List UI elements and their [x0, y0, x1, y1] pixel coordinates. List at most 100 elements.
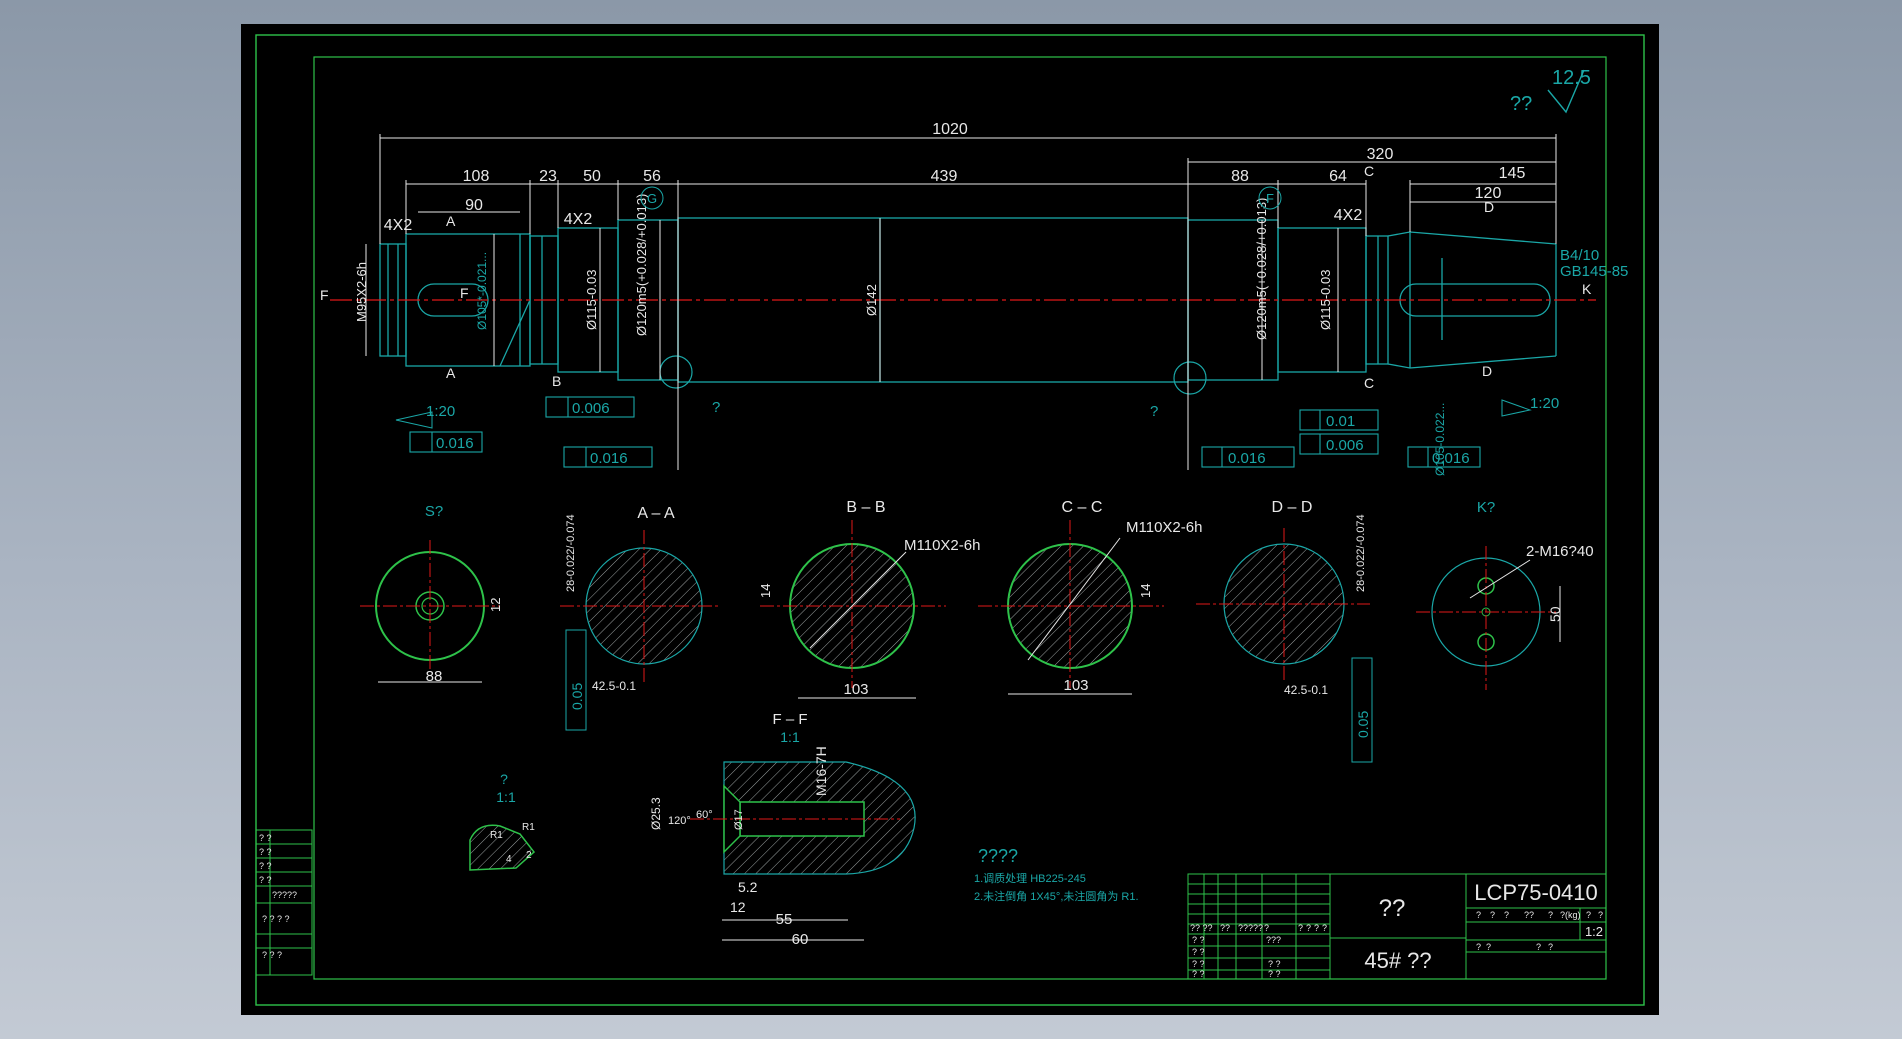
- tolerance-value: 0.016: [1228, 450, 1266, 467]
- section-c-c-slot: 14: [1138, 584, 1153, 598]
- notes-line-2: 2.未注倒角 1X45°,未注圆角为 R1.: [974, 889, 1139, 903]
- section-s-view[interactable]: [360, 540, 500, 683]
- section-k-title: K?: [1477, 499, 1495, 516]
- section-a-a-title: A – A: [637, 505, 675, 522]
- side-table-cell: ? ? ?: [262, 950, 282, 960]
- section-d-d-title: D – D: [1272, 499, 1313, 516]
- dim-50: 50: [583, 168, 601, 185]
- section-f-f-dim12: 12: [730, 899, 746, 915]
- section-d-d-view[interactable]: [1196, 528, 1373, 763]
- detail-r1: R1: [490, 830, 503, 841]
- title-block-left-cell: ?: [1306, 923, 1311, 933]
- section-b-b-dim: 103: [843, 681, 868, 698]
- datum-g: G: [647, 191, 657, 206]
- section-a-a-view[interactable]: [560, 530, 720, 731]
- taper-left-arrow: [395, 411, 433, 429]
- title-block-left-cell: ?: [1298, 923, 1303, 933]
- dimension-lines: [365, 134, 1557, 470]
- section-f-f-angle60: 60°: [696, 809, 713, 821]
- dia-115-right: Ø115-0.03: [1318, 270, 1333, 330]
- section-marker-d: D: [1484, 199, 1494, 215]
- section-k-dim: 50: [1547, 606, 1563, 622]
- section-k-view[interactable]: [1416, 546, 1561, 690]
- detail-title: ?: [500, 771, 508, 787]
- section-f-f-view[interactable]: [690, 761, 916, 941]
- side-table-cell: ? ?: [259, 875, 272, 885]
- section-f-f-thread: M16-7H: [813, 746, 829, 796]
- section-s-title: S?: [425, 503, 443, 520]
- title-block-left-cell: ??: [1220, 923, 1230, 933]
- drawing-number: LCP75-0410: [1474, 880, 1598, 905]
- title-block-left-row: ? ?: [1268, 969, 1281, 979]
- title-block-left-row: ? ?: [1268, 959, 1281, 969]
- taper-right: 1:20: [1530, 395, 1559, 412]
- title-block-left-cell: ?? ??: [1190, 923, 1213, 933]
- section-f-f-dim60: 60: [792, 931, 809, 948]
- dia-120-left: Ø120m5(+0.028/+0.013): [634, 194, 649, 336]
- title-block-cell: ?: [1486, 942, 1491, 952]
- section-c-c-title: C – C: [1062, 499, 1103, 516]
- section-f-f-angle120: 120°: [668, 815, 691, 827]
- scale: 1:2: [1585, 924, 1603, 939]
- section-marker-c: C: [1364, 163, 1374, 179]
- section-a-a-key: 28-0.022/-0.074: [565, 514, 577, 592]
- section-marker-d: D: [1482, 363, 1492, 379]
- section-f-f-d17: Ø17: [733, 809, 745, 830]
- datum-g-marker: [640, 186, 664, 210]
- k-view-marker: K: [1582, 281, 1592, 297]
- section-f-f-scale: 1:1: [780, 729, 800, 745]
- section-c-c-thread: M110X2-6h: [1126, 519, 1202, 536]
- notes-line-1: 1.调质处理 HB225-245: [974, 872, 1086, 885]
- detail-dim2: 2: [526, 850, 532, 861]
- roughness-general-value: 12.5: [1552, 67, 1591, 89]
- center-hole-note: B4/10: [1560, 247, 1599, 264]
- title-block-header: ?: [1586, 910, 1591, 920]
- dim-chamfer: 4X2: [384, 217, 413, 234]
- notes-title: ????: [978, 846, 1018, 866]
- title-block-left-cell: ?: [1322, 923, 1327, 933]
- title-block-left-row: ? ?: [1192, 959, 1205, 969]
- side-table-cell: ? ?: [259, 847, 272, 857]
- section-c-c-view[interactable]: [978, 520, 1164, 695]
- section-b-b-view[interactable]: [760, 520, 946, 699]
- roughness-general-q: ??: [1510, 93, 1532, 115]
- dim-88: 88: [1231, 168, 1249, 185]
- section-s-dim: 88: [426, 668, 443, 685]
- title-block: [1187, 873, 1607, 980]
- dia-142: Ø142: [864, 284, 879, 316]
- dim-chamfer: 4X2: [1334, 207, 1363, 224]
- f-view-marker: F: [460, 285, 469, 301]
- title-block-header: ?: [1476, 910, 1481, 920]
- title-block-header: ?: [1598, 910, 1603, 920]
- tolerance-value: 0.006: [1326, 437, 1364, 454]
- material: 45# ??: [1364, 948, 1431, 973]
- side-table-cell: ? ? ? ?: [262, 914, 290, 924]
- section-a-a-tolerance: 0.05: [569, 683, 585, 710]
- section-a-a-dim: 42.5-0.1: [592, 679, 636, 693]
- dim-108: 108: [463, 168, 490, 185]
- title-block-left-row: ???: [1266, 935, 1281, 945]
- tolerance-value: 0.016: [436, 435, 474, 452]
- tolerance-value: 0.016: [1432, 450, 1470, 467]
- detail-view[interactable]: [469, 824, 536, 871]
- taper-left: 1:20: [426, 403, 455, 420]
- section-marker-b: B: [552, 373, 561, 389]
- dia-right-end-label: Ø105-0.022...: [1433, 403, 1447, 476]
- tolerance-frames: [409, 396, 1481, 468]
- f-view-marker: F: [320, 287, 329, 303]
- tolerance-value: 0.016: [590, 450, 628, 467]
- title-block-cell: ?: [1476, 942, 1481, 952]
- side-table-cell: ? ?: [259, 833, 272, 843]
- detail-circle-right[interactable]: [1173, 361, 1207, 395]
- section-b-b-slot: 14: [758, 584, 773, 598]
- section-f-f-dim52: 5.2: [738, 879, 758, 895]
- title-block-left-cell: ?????: [1238, 923, 1263, 933]
- thread-left-label: M95X2-6h: [354, 262, 369, 322]
- dim-23: 23: [539, 168, 557, 185]
- section-d-d-tolerance: 0.05: [1355, 711, 1371, 738]
- dim-120: 120: [1475, 185, 1502, 202]
- section-d-d-key: 28-0.022/-0.074: [1355, 514, 1367, 592]
- dim-320: 320: [1367, 146, 1394, 163]
